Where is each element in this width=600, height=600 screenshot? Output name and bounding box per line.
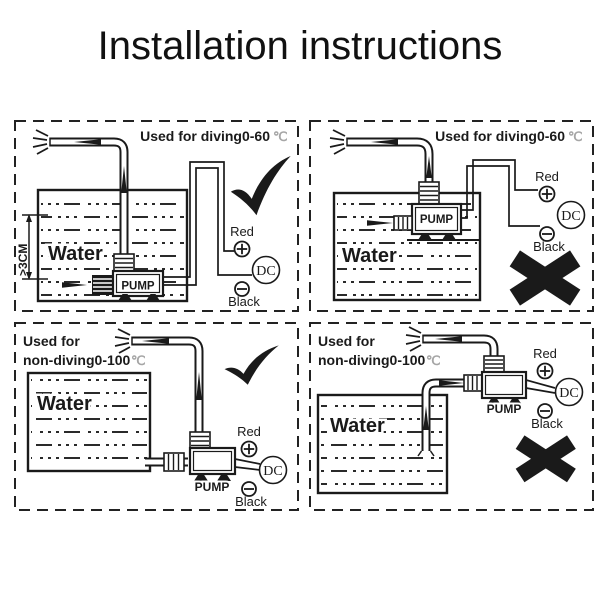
panel-header: Used for diving0-60 xyxy=(435,128,565,144)
water-tank: Water xyxy=(36,188,189,303)
water-label: Water xyxy=(37,393,92,415)
water-tank: Water xyxy=(26,371,152,473)
depth-note: >3CM xyxy=(16,244,30,276)
outlet-pipe xyxy=(405,326,499,362)
flow-arrow-up xyxy=(423,406,429,430)
verdict-wrong xyxy=(515,435,576,483)
power-wires xyxy=(234,458,261,471)
pipe-coupling xyxy=(113,253,135,273)
flow-arrow-right xyxy=(62,282,87,288)
outlet-pipe xyxy=(329,129,434,186)
verdict-correct xyxy=(230,156,291,216)
flow-arrow-left xyxy=(74,139,101,145)
panel-header-line2: non-diving0-100 xyxy=(318,352,426,368)
pump-assembly: PUMP xyxy=(188,431,237,496)
flow-arrow-up xyxy=(196,372,202,400)
panel-header-line1: Used for xyxy=(23,333,80,349)
pump-assembly: PUMP xyxy=(62,253,165,301)
pump-label: PUMP xyxy=(487,402,522,416)
panel-header-line1: Used for xyxy=(318,333,375,349)
flow-arrow-left xyxy=(371,139,398,145)
flow-arrow-right xyxy=(439,380,464,386)
panel-diving-correct: Used for diving0-60 ℃ Water >3CM xyxy=(14,120,299,312)
panel-header-line2: non-diving0-100 xyxy=(23,352,131,368)
celsius-label: ℃ xyxy=(131,353,146,368)
power-wires xyxy=(461,159,540,227)
celsius-label: ℃ xyxy=(273,129,288,144)
pump-label: PUMP xyxy=(420,214,454,226)
flow-arrow-up xyxy=(121,166,127,193)
depth-marker: >3CM xyxy=(16,214,48,280)
pump-label: PUMP xyxy=(195,480,230,494)
outlet-pipe xyxy=(32,129,129,266)
celsius-label: ℃ xyxy=(426,353,441,368)
flow-arrow-up xyxy=(426,156,432,178)
outlet-pipe xyxy=(114,328,204,438)
page-title: Installation instructions xyxy=(97,24,503,68)
water-label: Water xyxy=(330,415,385,437)
power-wires xyxy=(163,161,252,286)
water-label: Water xyxy=(342,245,397,267)
pipe-coupling xyxy=(418,181,440,205)
power-wires xyxy=(525,379,556,394)
inlet-nozzle xyxy=(393,215,413,231)
pipe-coupling xyxy=(463,374,483,392)
panel-header: Used for diving0-60 xyxy=(140,128,270,144)
inlet-pipe xyxy=(145,452,188,472)
pump-label: PUMP xyxy=(121,281,155,293)
panel-diving-wrong: Used for diving0-60 ℃ Water xyxy=(309,120,594,312)
panel-nondiving-wrong: Used for non-diving0-100 ℃ Water xyxy=(309,322,594,511)
flow-arrow-right xyxy=(367,220,393,226)
inlet-pipe xyxy=(417,374,483,457)
panel-nondiving-correct: Used for non-diving0-100 ℃ Water xyxy=(14,322,299,511)
verdict-wrong xyxy=(509,250,581,306)
inlet-strainer xyxy=(92,275,113,295)
celsius-label: ℃ xyxy=(568,129,583,144)
pipe-coupling xyxy=(189,431,211,451)
verdict-correct xyxy=(224,345,279,385)
pipe-coupling xyxy=(483,355,505,373)
pipe-coupling xyxy=(163,452,185,472)
flow-arrow-left xyxy=(142,338,169,344)
pump-assembly: PUMP xyxy=(480,355,528,418)
flow-arrow-left xyxy=(435,336,462,342)
pump-assembly: PUMP xyxy=(367,181,463,240)
water-label: Water xyxy=(48,243,103,265)
